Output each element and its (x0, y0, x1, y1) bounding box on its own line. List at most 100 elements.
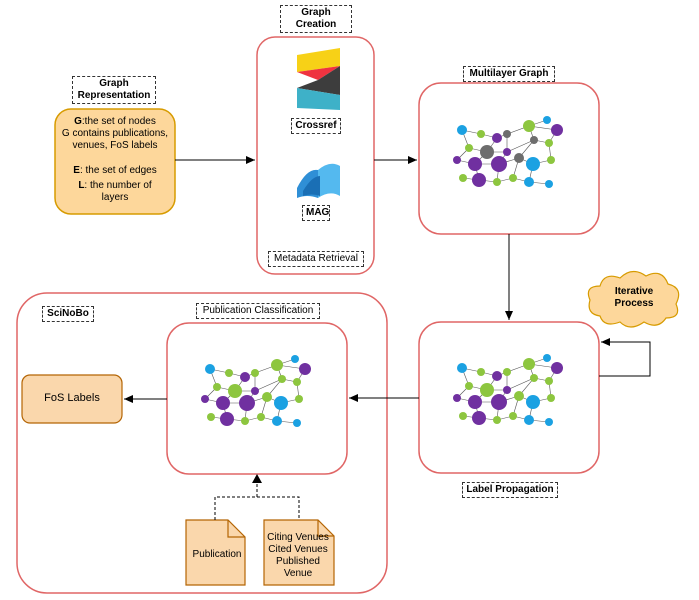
network-node (524, 415, 534, 425)
network-node (453, 394, 461, 402)
scinobo-title: SciNoBo (42, 306, 94, 322)
network-node (228, 384, 242, 398)
network-node (545, 418, 553, 426)
network-node (503, 148, 511, 156)
network-node (468, 395, 482, 409)
network-node (459, 174, 467, 182)
network-node (543, 116, 551, 124)
network-node (278, 375, 286, 383)
network-node (262, 392, 272, 402)
network-node (477, 130, 485, 138)
network-node (213, 383, 221, 391)
network-node (492, 371, 502, 381)
fos-labels-text: FoS Labels (44, 392, 100, 404)
network-node (526, 395, 540, 409)
network-node (459, 412, 467, 420)
network-node (225, 369, 233, 377)
venues-document (263, 519, 335, 586)
network-node (514, 153, 524, 163)
network-node (503, 386, 511, 394)
multilayer-graph-box (418, 82, 600, 235)
network-node (526, 157, 540, 171)
network-node (468, 157, 482, 171)
network-node (201, 395, 209, 403)
network-node (240, 372, 250, 382)
network-node (545, 139, 553, 147)
network-node (293, 419, 301, 427)
venues-text: Citing Venues Cited Venues Published Ven… (267, 532, 329, 579)
network-edge (254, 378, 283, 392)
graph-rep-edges: E: the set of edges (73, 165, 157, 176)
graph-representation-title: Graph Representation (72, 76, 156, 104)
network-node (220, 412, 234, 426)
network-node (493, 416, 501, 424)
graph-creation-box (256, 36, 375, 275)
crossref-logo (297, 48, 340, 110)
network-node (457, 125, 467, 135)
network-node (257, 413, 265, 421)
metadata-retrieval-label: Metadata Retrieval (268, 251, 364, 267)
network-node (545, 180, 553, 188)
network-node (524, 177, 534, 187)
mag-label: MAG (302, 205, 330, 221)
network-node (493, 178, 501, 186)
graph-rep-layers: L: the number of layers (78, 180, 152, 203)
network-node (503, 368, 511, 376)
network-node (491, 394, 507, 410)
graph-rep-nodes: G:the set of nodes G contains publicatio… (61, 116, 169, 151)
publication-document (185, 519, 246, 586)
propagation-network (453, 354, 563, 426)
label-propagation-title: Label Propagation (462, 482, 558, 498)
network-node (551, 362, 563, 374)
network-node (491, 156, 507, 172)
network-node (274, 396, 288, 410)
network-node (523, 358, 535, 370)
arrow-iterative-loop (599, 338, 651, 377)
network-node (545, 377, 553, 385)
network-node (205, 364, 215, 374)
publication-classification-title: Publication Classification (196, 303, 320, 319)
network-node (465, 382, 473, 390)
network-node (509, 412, 517, 420)
network-node (251, 387, 259, 395)
network-edge (506, 377, 535, 391)
network-node (547, 156, 555, 164)
network-node (207, 413, 215, 421)
network-node (457, 363, 467, 373)
network-edge (506, 139, 535, 153)
network-node (295, 395, 303, 403)
network-node (299, 363, 311, 375)
classification-network (201, 355, 311, 427)
network-node (523, 120, 535, 132)
graph-representation-box (54, 108, 176, 215)
iterative-process-cloud (587, 270, 680, 328)
network-node (216, 396, 230, 410)
crossref-label: Crossref (291, 118, 341, 134)
network-node (551, 124, 563, 136)
network-node (453, 156, 461, 164)
fos-labels-box (21, 374, 123, 424)
multilayer-graph-title: Multilayer Graph (463, 66, 555, 82)
network-node (293, 378, 301, 386)
network-node (472, 173, 486, 187)
network-node (492, 133, 502, 143)
network-node (509, 174, 517, 182)
network-node (251, 369, 259, 377)
label-propagation-box (418, 321, 600, 474)
network-node (465, 144, 473, 152)
network-node (271, 359, 283, 371)
multilayer-network (453, 116, 563, 188)
mag-logo (297, 163, 340, 198)
network-node (480, 145, 494, 159)
network-node (514, 391, 524, 401)
publication-classification-box (166, 322, 348, 475)
network-node (272, 416, 282, 426)
graph-creation-title: Graph Creation (280, 5, 352, 33)
network-node (530, 374, 538, 382)
network-node (480, 383, 494, 397)
network-node (503, 130, 511, 138)
network-node (241, 417, 249, 425)
network-node (547, 394, 555, 402)
iterative-process-label: Iterative Process (614, 286, 654, 309)
